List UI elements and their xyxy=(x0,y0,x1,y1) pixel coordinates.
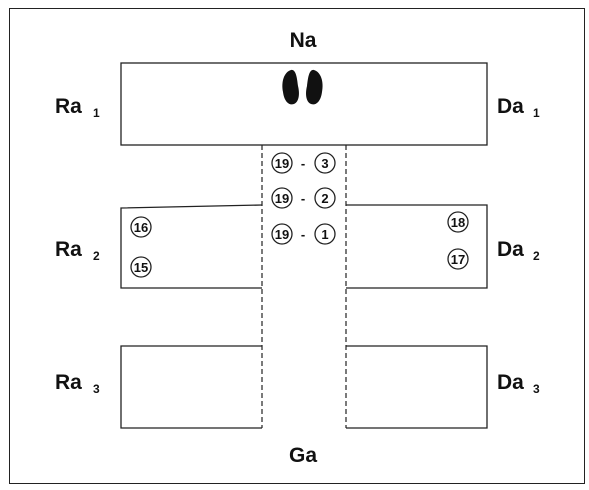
svg-text:2: 2 xyxy=(321,191,328,206)
svg-text:1: 1 xyxy=(533,106,540,120)
left-box-marker-1: 16 xyxy=(130,216,152,238)
svg-text:19: 19 xyxy=(275,227,289,242)
svg-text:3: 3 xyxy=(93,382,100,396)
label-right-1: Da 1 xyxy=(497,95,540,120)
svg-text:19: 19 xyxy=(275,156,289,171)
svg-text:-: - xyxy=(301,227,305,242)
svg-text:Da: Da xyxy=(497,238,524,261)
label-bottom: Ga xyxy=(289,444,317,467)
svg-text:16: 16 xyxy=(134,220,148,235)
svg-text:17: 17 xyxy=(451,252,465,267)
svg-text:1: 1 xyxy=(93,106,100,120)
svg-text:3: 3 xyxy=(321,156,328,171)
box-row-3-left xyxy=(120,345,262,429)
svg-text:Ra: Ra xyxy=(55,371,82,394)
label-left-1: Ra 1 xyxy=(55,95,100,120)
svg-text:-: - xyxy=(301,191,305,206)
svg-text:Ra: Ra xyxy=(55,95,82,118)
box-row-1 xyxy=(120,62,488,146)
footprints-icon xyxy=(282,69,323,105)
svg-text:18: 18 xyxy=(451,215,465,230)
svg-text:2: 2 xyxy=(533,249,540,263)
svg-text:2: 2 xyxy=(93,249,100,263)
center-marker-row-2: 19 - 2 xyxy=(271,187,336,209)
box-row-2-right xyxy=(346,204,488,289)
right-box-marker-2: 17 xyxy=(447,248,469,270)
left-box-marker-2: 15 xyxy=(130,256,152,278)
svg-text:Da: Da xyxy=(497,371,524,394)
svg-text:19: 19 xyxy=(275,191,289,206)
label-left-3: Ra 3 xyxy=(55,371,100,396)
right-box-marker-1: 18 xyxy=(447,211,469,233)
svg-text:-: - xyxy=(301,156,305,171)
box-row-2-left xyxy=(120,204,263,289)
svg-text:Da: Da xyxy=(497,95,524,118)
svg-text:3: 3 xyxy=(533,382,540,396)
box-row-3-right xyxy=(346,345,488,429)
label-right-3: Da 3 xyxy=(497,371,540,396)
center-marker-row-3: 19 - 1 xyxy=(271,223,336,245)
label-top: Na xyxy=(290,29,317,52)
svg-text:15: 15 xyxy=(134,260,148,275)
label-left-2: Ra 2 xyxy=(55,238,100,263)
svg-text:1: 1 xyxy=(321,227,328,242)
center-marker-row-1: 19 - 3 xyxy=(271,152,336,174)
svg-text:Ra: Ra xyxy=(55,238,82,261)
label-right-2: Da 2 xyxy=(497,238,540,263)
